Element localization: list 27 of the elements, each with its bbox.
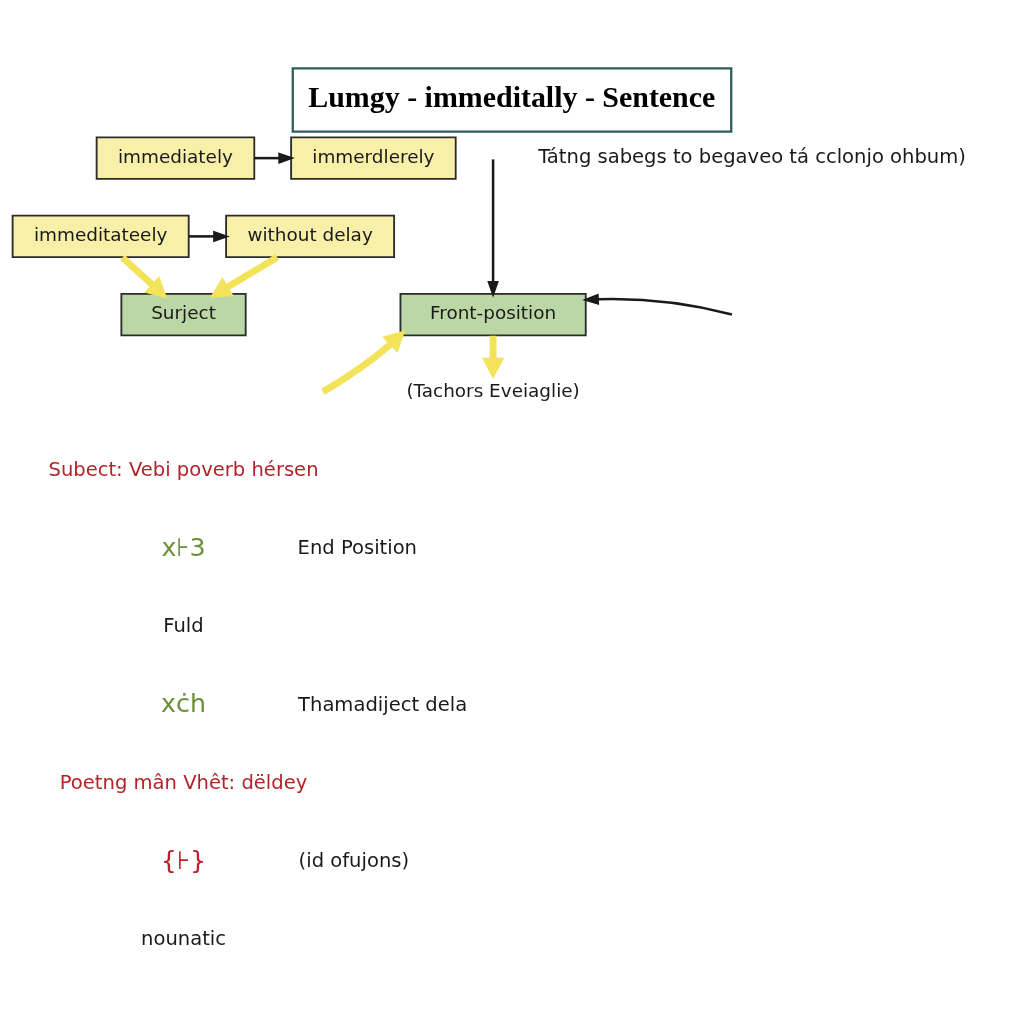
arrow	[254, 152, 295, 164]
label: Subect: Vebi poverb hérsen	[48, 457, 319, 481]
arrow	[120, 254, 168, 299]
label: End Position	[297, 536, 418, 560]
arrow	[209, 254, 279, 298]
label: (id ofujons)	[298, 849, 410, 873]
node-box: without delay	[225, 214, 396, 258]
label: x⊦3	[161, 532, 206, 562]
arrow	[582, 293, 733, 316]
node-box: Surject	[120, 293, 247, 337]
diagram-title: Lumgy - immeditally - Sentence	[308, 79, 716, 113]
label: Fuld	[163, 614, 204, 638]
arrow	[481, 335, 505, 380]
node-box: immeditateely	[11, 214, 190, 258]
node-box: immediately	[95, 136, 256, 180]
label: nounatic	[141, 927, 226, 951]
label: {⊦}	[160, 845, 207, 875]
arrow	[321, 330, 406, 395]
node-box: Front-position	[399, 293, 587, 337]
label: Poetng mân Vhêt: dëldey	[59, 770, 308, 794]
label: Thamadiject dela	[298, 692, 468, 716]
label: Tátng sabegs to begaveo tá cclonjo ohbum)	[538, 144, 966, 168]
node-text: (Tachors Eveiaglie)	[406, 380, 580, 402]
node-box: immerdlerely	[290, 136, 457, 180]
arrow	[487, 159, 499, 298]
label: xċh	[161, 689, 206, 719]
arrow	[189, 230, 230, 243]
